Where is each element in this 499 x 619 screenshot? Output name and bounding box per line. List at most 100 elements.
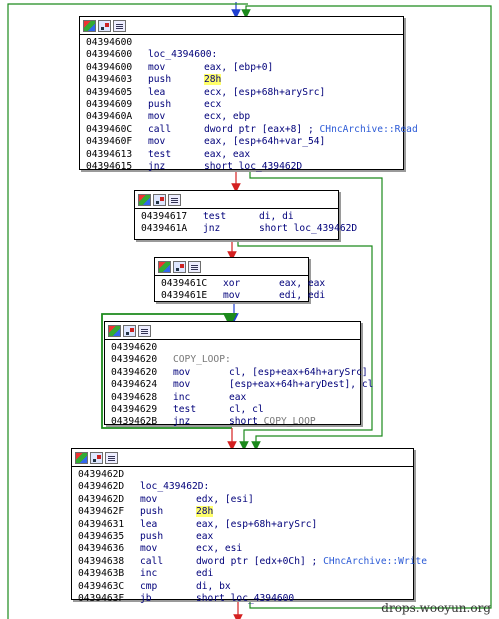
mnemonic: mov — [148, 61, 166, 73]
operand: di, di — [259, 211, 294, 222]
operand: ecx, [esp+68h+arySrc] — [204, 86, 326, 98]
operand: eax — [196, 530, 214, 542]
operand: eax, [esp+64h+var_54] — [204, 136, 326, 148]
address: 0439463C — [78, 580, 125, 592]
address: 04394603 — [86, 74, 133, 86]
address: 0439462B — [111, 416, 158, 428]
text-view-icon[interactable] — [105, 451, 118, 464]
asm-line[interactable]: 04394600 loc_4394600: — [86, 49, 403, 61]
mnemonic: jb — [140, 592, 152, 604]
asm-line[interactable]: 04394600 — [86, 37, 403, 49]
operand: eax — [229, 391, 247, 403]
node-color-icon[interactable] — [83, 19, 96, 32]
address: 04394613 — [86, 148, 133, 160]
node-color-icon[interactable] — [158, 260, 171, 273]
address: 0439462D — [78, 469, 125, 480]
mnemonic: mov — [173, 379, 191, 391]
operand-label-ref[interactable]: COPY_LOOP — [263, 416, 316, 428]
address: 04394600 — [86, 49, 133, 61]
operand: short — [229, 416, 264, 428]
asm-line[interactable]: 0439463F jb short loc_4394600 — [78, 593, 413, 605]
operand: ecx, ebp — [204, 111, 251, 123]
asm-line[interactable]: 04394636 mov ecx, esi — [78, 543, 413, 555]
code-label[interactable]: loc_4394600: — [148, 49, 218, 61]
asm-line[interactable]: 04394620 — [111, 342, 360, 354]
address: 04394620 — [111, 366, 158, 378]
operand-highlighted[interactable]: 28h — [204, 74, 222, 86]
address: 04394617 — [141, 211, 188, 222]
mnemonic: call — [148, 123, 172, 135]
node-color-icon[interactable] — [75, 451, 88, 464]
address: 0439463F — [78, 592, 125, 604]
address: 04394620 — [111, 342, 158, 353]
mnemonic: push — [148, 74, 172, 86]
text-view-icon[interactable] — [113, 19, 126, 32]
code-label[interactable]: loc_439462D: — [140, 481, 210, 493]
mnemonic: jnz — [148, 160, 166, 172]
code-label[interactable]: COPY_LOOP: — [173, 354, 231, 366]
text-view-icon[interactable] — [138, 324, 151, 337]
asm-line[interactable]: 0439460A mov ecx, ebp — [86, 111, 403, 123]
comment: CHncArchive::Read — [319, 123, 418, 135]
address: 04394636 — [78, 543, 125, 555]
mnemonic: lea — [148, 86, 166, 98]
operand: short loc_4394600 — [196, 592, 295, 604]
operand: cl, cl — [229, 403, 264, 415]
asm-line[interactable]: 0439462D — [78, 469, 413, 481]
text-view-icon[interactable] — [168, 193, 181, 206]
graph-view-icon[interactable] — [123, 324, 136, 337]
address: 0439460A — [86, 111, 133, 123]
operand: edi — [196, 568, 214, 580]
node-color-icon[interactable] — [138, 193, 151, 206]
graph-view-icon[interactable] — [153, 193, 166, 206]
graph-view-icon[interactable] — [98, 19, 111, 32]
block-toolbar — [105, 322, 360, 340]
mnemonic: mov — [140, 543, 158, 555]
operand-highlighted[interactable]: 28h — [196, 506, 214, 518]
text-view-icon[interactable] — [188, 260, 201, 273]
asm-line[interactable]: 04394603 push 28h — [86, 74, 403, 86]
mnemonic: lea — [140, 518, 158, 530]
watermark: drops.wooyun.org — [381, 601, 491, 615]
graph-view-icon[interactable] — [173, 260, 186, 273]
operand: eax, eax — [204, 148, 251, 160]
address: 0439462D — [78, 493, 125, 505]
graph-view-icon[interactable] — [90, 451, 103, 464]
mnemonic: mov — [148, 111, 166, 123]
node-color-icon[interactable] — [108, 324, 121, 337]
address: 04394635 — [78, 530, 125, 542]
operand: ecx, esi — [196, 543, 243, 555]
